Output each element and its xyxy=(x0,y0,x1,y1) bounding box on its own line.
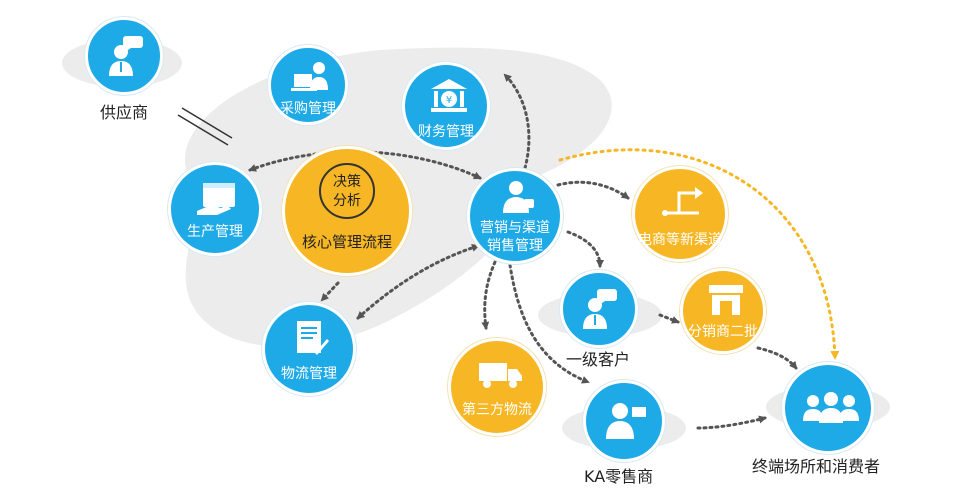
finance-node[interactable]: ¥ 财务管理 xyxy=(402,62,490,150)
document-sign-icon xyxy=(297,321,329,355)
procurement-node[interactable]: 采购管理 xyxy=(268,45,348,125)
user-speech-icon xyxy=(583,289,617,329)
ecommerce-node[interactable]: 电商等新渠道 xyxy=(632,166,728,262)
arrow-core-logistics xyxy=(320,281,340,302)
arrow-sales-finance xyxy=(503,73,531,170)
ecommerce-label: 电商等新渠道 xyxy=(638,232,722,248)
flow-arrows-icon xyxy=(662,187,703,216)
arrow-sales-ecommerce xyxy=(556,180,630,200)
third-party-logistics-label: 第三方物流 xyxy=(462,402,532,418)
sales-channel-node[interactable]: 营销与渠道 销售管理 xyxy=(467,168,563,264)
procurement-label: 采购管理 xyxy=(280,101,336,117)
sales-label-line2: 销售管理 xyxy=(487,238,543,254)
ka-retailer-node[interactable] xyxy=(583,380,665,462)
user-speech-icon xyxy=(109,36,143,76)
user-thumb-icon xyxy=(503,181,534,213)
arrow-sales-ka xyxy=(508,263,590,384)
laptop-user-icon xyxy=(291,62,328,91)
bank-icon: ¥ xyxy=(431,79,467,112)
group-icon xyxy=(803,392,859,423)
distributor-node[interactable]: 分销商二批 xyxy=(680,268,766,354)
logistics-node[interactable]: 物流管理 xyxy=(262,302,356,396)
production-label: 生产管理 xyxy=(187,224,243,240)
logistics-label: 物流管理 xyxy=(281,366,337,382)
svg-text:¥: ¥ xyxy=(446,95,452,106)
arrow-distributor-terminal xyxy=(756,346,798,370)
arrow-sales-thirdparty xyxy=(481,260,497,330)
decision-badge: 决策 分析 xyxy=(319,163,375,219)
supplier-connector xyxy=(177,107,233,146)
distributor-label: 分销商二批 xyxy=(688,324,758,340)
supplier-node[interactable] xyxy=(85,17,163,95)
core-process-node[interactable]: 决策 分析 核心管理流程 xyxy=(282,146,412,276)
tier1-customer-label: 一级客户 xyxy=(566,350,631,369)
finance-label: 财务管理 xyxy=(418,124,474,140)
decision-badge-line2: 分析 xyxy=(333,193,361,209)
core-process-label: 核心管理流程 xyxy=(301,233,392,251)
sales-label-line1: 营销与渠道 xyxy=(480,220,550,236)
storefront-icon xyxy=(709,285,743,315)
terminal-consumers-label: 终端场所和消费者 xyxy=(752,457,881,476)
third-party-logistics-node[interactable]: 第三方物流 xyxy=(448,338,546,436)
ka-retailer-label: KA零售商 xyxy=(584,467,654,486)
arrow-tier1-distributor xyxy=(658,313,680,324)
terminal-consumers-node[interactable] xyxy=(782,362,874,454)
browser-hand-icon xyxy=(197,183,235,215)
decision-badge-line1: 决策 xyxy=(333,174,361,190)
arrow-logistics-sales xyxy=(356,243,480,320)
arrow-sales-terminal-direct xyxy=(558,148,840,360)
arrow-sales-tier1 xyxy=(566,230,604,268)
production-node[interactable]: 生产管理 xyxy=(168,162,262,256)
person-screen-icon xyxy=(606,403,646,439)
arrow-ka-terminal xyxy=(696,415,767,430)
tier1-customer-node[interactable] xyxy=(560,270,638,348)
supplier-label: 供应商 xyxy=(100,103,149,122)
truck-icon xyxy=(479,363,522,388)
